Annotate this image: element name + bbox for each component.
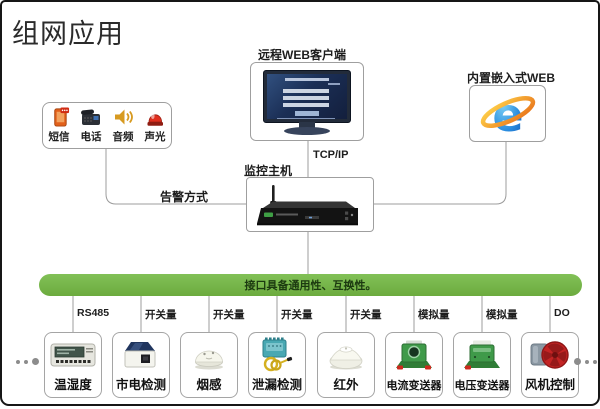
signal-label: 开关量 xyxy=(350,309,382,321)
monitor-icon xyxy=(263,70,351,123)
signal-label: 开关量 xyxy=(213,309,245,321)
device-box: 风机控制 xyxy=(521,332,579,398)
siren-icon xyxy=(147,113,163,126)
signal-label: RS485 xyxy=(77,307,110,319)
alarm-item-sms: 短信 xyxy=(44,106,74,144)
device-name: 红外 xyxy=(333,378,359,392)
device-box: 红外 xyxy=(317,332,375,398)
wire-alarm-to-host xyxy=(105,143,246,205)
device-box: 泄漏检测 xyxy=(248,332,306,398)
voltage-transmitter-icon xyxy=(464,340,500,370)
desk-phone-icon xyxy=(81,109,100,125)
device-name: 风机控制 xyxy=(524,378,575,392)
alarm-item-sound-light: 声光 xyxy=(140,106,170,144)
signal-label: DO xyxy=(554,307,570,319)
wire-embeddedweb-to-host xyxy=(372,140,507,205)
signal-label: 模拟量 xyxy=(418,309,450,321)
device-name: 市电检测 xyxy=(115,378,166,392)
speaker-icon xyxy=(115,109,133,125)
monitor-stand xyxy=(299,122,315,128)
internet-explorer-icon: e xyxy=(480,90,535,138)
device-box: 温湿度 xyxy=(44,332,102,398)
alarm-item-label: 声光 xyxy=(144,131,166,143)
device-column-leak: 开关量 泄漏检测 xyxy=(248,302,313,402)
remote-web-label: 远程WEB客户端 xyxy=(258,48,346,62)
more-devices-ellipsis-left xyxy=(16,358,39,365)
interface-bus-label: 接口具备通用性、互换性。 xyxy=(244,280,377,292)
device-column-voltage-transmitter: 模拟量 电压变送器 xyxy=(453,302,518,402)
host-label: 监控主机 xyxy=(244,164,293,178)
signal-label: 模拟量 xyxy=(486,309,518,321)
leak-detector-icon xyxy=(262,337,293,372)
device-column-current-transmitter: 模拟量 电流变送器 xyxy=(385,302,450,402)
monitoring-host-box xyxy=(246,177,374,232)
alarm-item-label: 电话 xyxy=(80,131,102,143)
device-column-mains-power: 开关量 市电检测 xyxy=(112,302,177,402)
signal-label: 开关量 xyxy=(145,309,177,321)
monitor-base xyxy=(284,127,330,135)
device-name: 温湿度 xyxy=(54,378,92,392)
device-box: 电压变送器 xyxy=(453,332,511,398)
alarm-item-phone: 电话 xyxy=(76,106,106,144)
alarm-methods-box: 短信 电话 音频 声光 xyxy=(42,102,172,149)
monitoring-host-device-icon xyxy=(257,185,358,226)
monitor-login-screen xyxy=(267,74,347,119)
more-devices-ellipsis-right xyxy=(574,358,597,365)
remote-web-client-box xyxy=(250,62,364,141)
device-box: 烟感 xyxy=(180,332,238,398)
fan-controller-icon xyxy=(530,341,569,369)
device-column-infrared: 开关量 红外 xyxy=(317,302,382,402)
device-column-fan-control: DO 风机控制 xyxy=(521,302,579,402)
tcpip-label: TCP/IP xyxy=(313,149,349,161)
alarm-item-label: 音频 xyxy=(112,131,134,143)
temperature-humidity-sensor-icon xyxy=(50,343,96,367)
infrared-detector-icon xyxy=(329,346,363,370)
device-column-temperature-humidity: RS485 温湿度 xyxy=(44,302,109,402)
alarm-method-label: 告警方式 xyxy=(160,190,209,204)
signal-label: 开关量 xyxy=(281,309,313,321)
embedded-web-label: 内置嵌入式WEB xyxy=(467,71,555,85)
device-name: 泄漏检测 xyxy=(251,378,302,392)
device-box: 市电检测 xyxy=(112,332,170,398)
device-name: 电压变送器 xyxy=(454,380,510,392)
current-transmitter-icon xyxy=(396,340,432,370)
sms-phone-icon xyxy=(53,107,69,127)
device-name: 电流变送器 xyxy=(386,380,442,392)
device-box: 电流变送器 xyxy=(385,332,443,398)
embedded-web-box: e xyxy=(469,85,546,142)
mains-power-detector-icon xyxy=(124,342,156,368)
alarm-item-label: 短信 xyxy=(48,131,70,143)
alarm-item-audio: 音频 xyxy=(108,106,138,144)
interface-bus-bar: 接口具备通用性、互换性。 xyxy=(39,274,582,296)
device-column-smoke: 开关量 烟感 xyxy=(180,302,245,402)
device-name: 烟感 xyxy=(196,378,222,392)
page-title: 组网应用 xyxy=(12,19,124,49)
smoke-detector-icon xyxy=(195,350,223,370)
